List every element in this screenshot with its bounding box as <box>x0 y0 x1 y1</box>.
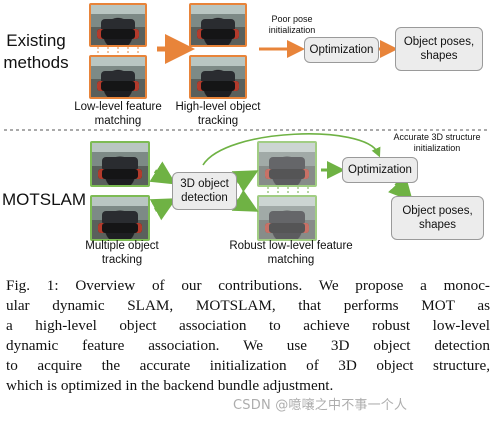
existing-label-line1: Existing <box>6 31 66 50</box>
caption-line: High-level object <box>175 101 261 113</box>
caption-text-line: dynamic feature association. We use 3D o… <box>6 337 490 354</box>
existing-label-line2: methods <box>3 53 69 72</box>
note-line: initialization <box>413 143 461 153</box>
output-line: shapes <box>420 50 458 62</box>
motslam-optimization-box: Optimization <box>342 157 418 183</box>
high-level-caption: High-level object tracking <box>170 100 266 128</box>
accurate-structure-note: Accurate 3D structure initialization <box>384 132 490 154</box>
optimization-to-output <box>388 176 414 202</box>
caption-line: Robust low-level feature <box>229 240 353 252</box>
detection-line: detection <box>181 192 228 204</box>
caption-line: Multiple object <box>85 240 159 252</box>
caption-text-line: ular dynamic SLAM, MOTSLAM, that perform… <box>6 297 490 314</box>
car-photo-icon <box>257 141 317 187</box>
feature-matching-lines <box>97 47 139 55</box>
detection-to-matching-bottom <box>231 189 259 212</box>
caption-text-line: to acquire the accurate initialization o… <box>6 357 490 374</box>
car-photo-icon <box>257 195 317 241</box>
note-line: Accurate 3D structure <box>393 132 481 142</box>
multiple-object-tracking-caption: Multiple object tracking <box>74 239 170 267</box>
caption-line: Low-level feature <box>74 101 162 113</box>
motslam-output-box: Object poses, shapes <box>391 196 484 240</box>
caption-text-line: which is optimized in the backend bundle… <box>6 377 334 394</box>
output-line: Object poses, <box>402 205 473 217</box>
caption-line: tracking <box>101 254 143 266</box>
car-photo-icon <box>90 195 150 241</box>
low-level-caption: Low-level feature matching <box>70 100 166 128</box>
car-photo-icon <box>90 141 150 187</box>
existing-optimization-box: Optimization <box>304 37 379 63</box>
caption-text-line: a high-level object association to achie… <box>6 317 490 334</box>
car-photo-icon <box>189 3 247 47</box>
structure-init-curve <box>202 133 381 166</box>
output-line: Object poses, <box>403 36 475 48</box>
watermark: CSDN @噫嚷之中不事一个人 <box>233 398 408 413</box>
caption-line: matching <box>267 254 315 266</box>
detection-line: 3D object <box>180 178 229 190</box>
note-line: initialization <box>268 25 316 35</box>
caption-text-line: Fig. 1: Overview of our contributions. W… <box>6 277 490 294</box>
poor-pose-note: Poor pose initialization <box>256 14 328 36</box>
detection-to-matching-top <box>231 170 259 193</box>
output-line: shapes <box>418 219 457 231</box>
car-photo-icon <box>89 55 147 99</box>
car-photo-icon <box>89 3 147 47</box>
caption-line: tracking <box>197 115 239 127</box>
tracking-to-detection-bottom <box>149 198 177 221</box>
caption-line: matching <box>94 115 142 127</box>
robust-matching-caption: Robust low-level feature matching <box>227 239 355 267</box>
car-photo-icon <box>189 55 247 99</box>
note-line: Poor pose <box>271 14 313 24</box>
existing-output-box: Object poses, shapes <box>395 27 483 71</box>
motslam-label: MOTSLAM <box>2 190 87 209</box>
tracking-to-detection-top <box>149 161 177 185</box>
3d-object-detection-box: 3D object detection <box>172 172 237 210</box>
figure-caption: Fig. 1: Overview of our contributions. W… <box>6 276 490 396</box>
existing-methods-label: Existing methods <box>0 30 72 74</box>
